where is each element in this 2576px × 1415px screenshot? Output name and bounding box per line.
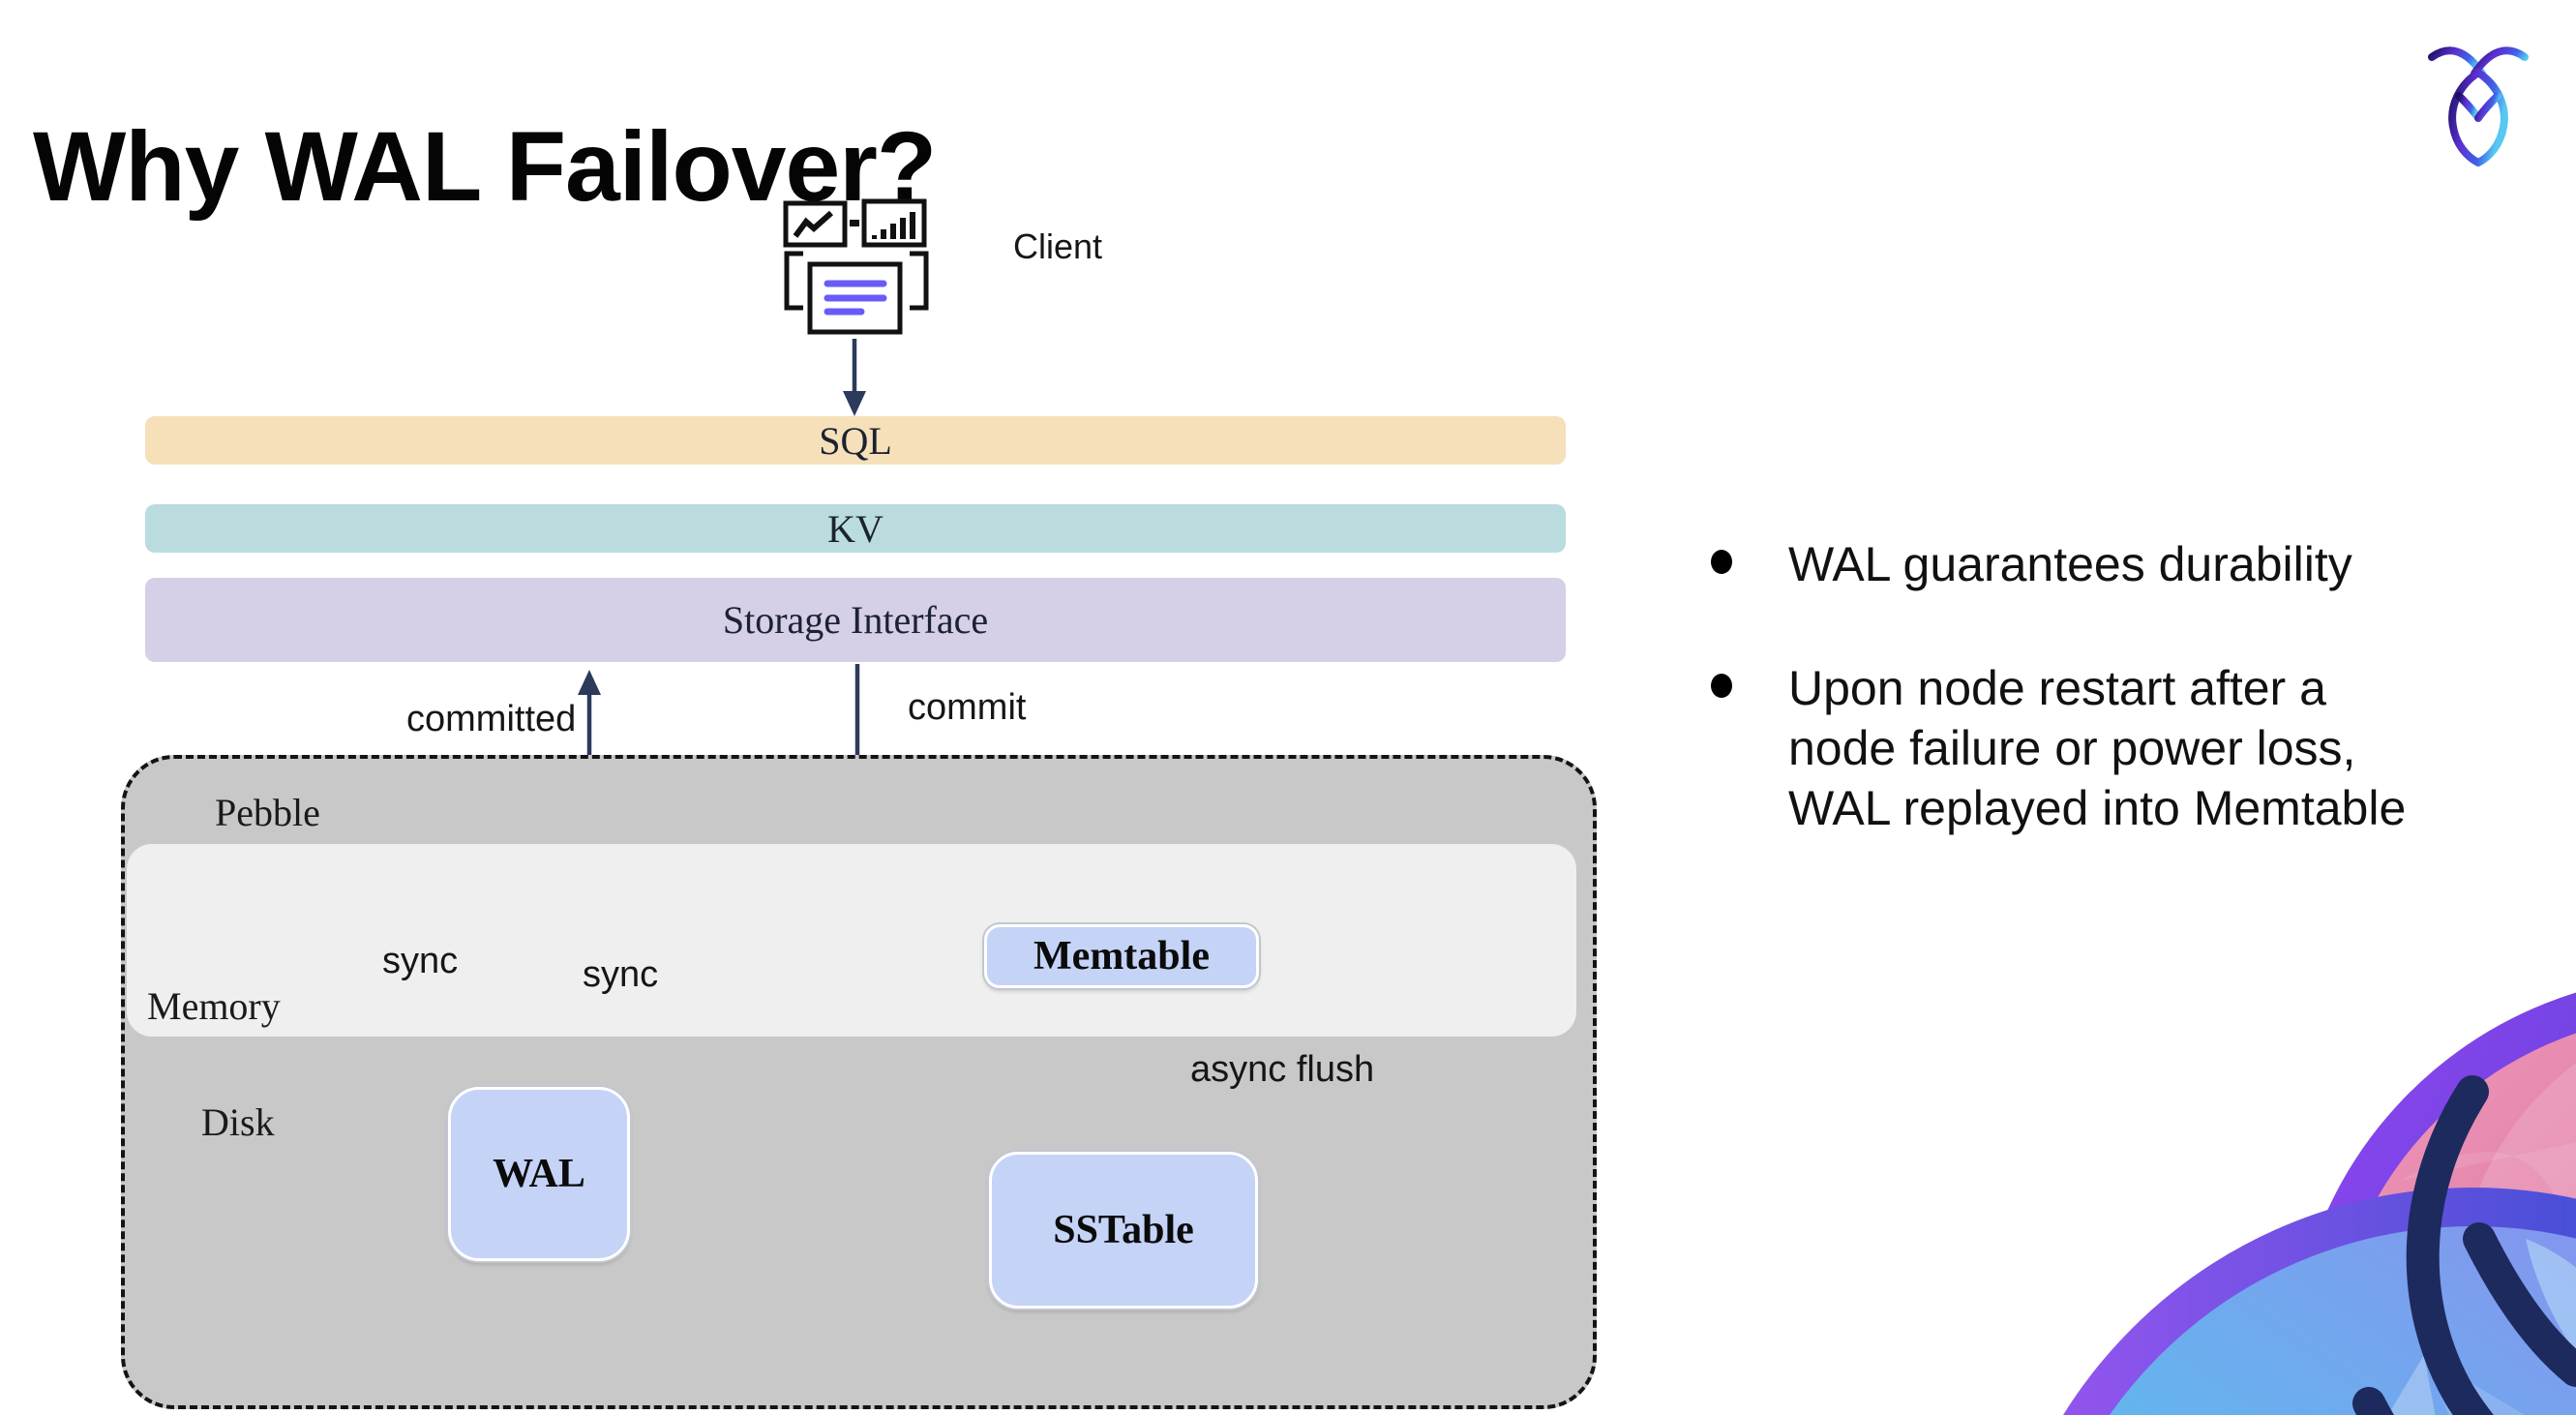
wal-node-label: WAL	[493, 1152, 585, 1196]
commit-edge-label: commit	[908, 687, 1027, 728]
layer-kv-label: KV	[827, 506, 884, 551]
cockroach-brand-art	[2063, 992, 2576, 1415]
client-arrowhead	[843, 391, 866, 416]
memory-label: Memory	[147, 984, 281, 1028]
list-item: WAL guarantees durability	[1711, 534, 2562, 594]
bullet-dot-icon	[1711, 550, 1732, 574]
memtable-node-label: Memtable	[1033, 934, 1210, 978]
cockroachdb-logo-icon	[2428, 46, 2529, 166]
layer-sql-label: SQL	[819, 418, 892, 463]
memory-band	[127, 844, 1576, 1037]
sync-left-edge-label: sync	[382, 941, 459, 981]
wal-node: WAL	[448, 1087, 630, 1261]
pebble-label: Pebble	[215, 791, 320, 834]
bullet-dot-icon	[1711, 674, 1732, 698]
sstable-node: SSTable	[989, 1152, 1258, 1309]
layer-kv: KV	[145, 504, 1566, 553]
sync-right-edge-label: sync	[583, 954, 659, 995]
async-flush-edge-label: async flush	[1190, 1049, 1375, 1090]
committed-arrowhead	[578, 670, 601, 695]
bullet-text: WAL guarantees durability	[1788, 537, 2352, 591]
disk-label: Disk	[201, 1100, 275, 1144]
bullet-text: Upon node restart after a node failure o…	[1788, 661, 2407, 835]
layer-storage-interface: Storage Interface	[145, 578, 1566, 662]
memtable-node: Memtable	[984, 924, 1259, 988]
committed-edge-label: committed	[406, 699, 577, 739]
bullet-list: WAL guarantees durability Upon node rest…	[1711, 534, 2562, 838]
list-item: Upon node restart after a node failure o…	[1711, 658, 2562, 838]
client-devices-icon	[783, 198, 929, 335]
client-label: Client	[1013, 226, 1103, 266]
layer-sql: SQL	[145, 416, 1566, 465]
layer-storage-interface-label: Storage Interface	[722, 598, 989, 642]
sstable-node-label: SSTable	[1053, 1208, 1194, 1252]
